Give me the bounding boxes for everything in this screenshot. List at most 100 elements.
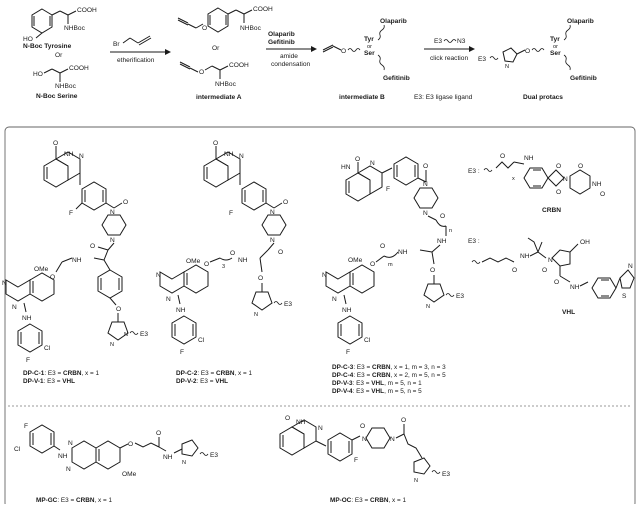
dp1-fluorine: F xyxy=(69,210,73,217)
inter-b-tyr: Tyr xyxy=(364,36,374,43)
serine-cooh-label: COOH xyxy=(69,65,89,72)
intermediate-a-serine-structure: O COOH NHBoc xyxy=(179,61,249,88)
dp-1-caption: DP-C-1: E3 = CRBN, x = 1 DP-V-1: E3 = VH… xyxy=(23,370,99,385)
inter-a-nhboc: NHBoc xyxy=(240,25,262,32)
tyrosine-cooh-label: COOH xyxy=(77,7,97,14)
dp3-ser-o: O xyxy=(430,267,435,274)
dp3-pip-n1: N xyxy=(423,181,428,188)
inter-a-ether-o: O xyxy=(202,25,207,32)
gefitinib-reagent: Gefitinib xyxy=(268,39,295,46)
mpoc-e3-label: E3 xyxy=(442,471,450,478)
dp3-hn: HN xyxy=(341,164,351,171)
mpoc-amide-o: O xyxy=(360,423,365,430)
vhl-o3: O xyxy=(554,279,559,286)
vhl-pro-n: N xyxy=(548,257,553,264)
inter-a2-cooh: COOH xyxy=(229,62,249,69)
dual-tyr: Tyr xyxy=(550,36,560,43)
dp1-amide-o: O xyxy=(123,199,128,206)
dp2-carbonyl-o: O xyxy=(213,140,218,147)
dp3-aniline-nh: NH xyxy=(342,307,352,314)
dp1-tyr-o: O xyxy=(116,306,121,313)
inter-b-or: or xyxy=(367,44,372,50)
dp1-aniline-nh: NH xyxy=(22,315,32,322)
dp3-carbonyl-o: O xyxy=(355,156,360,163)
dp-3-structure: O HN N F O N N O n NH NH O N E3 O m O xyxy=(322,156,464,356)
vhl-amide-o: O xyxy=(512,267,517,274)
serine-ho-label: HO xyxy=(33,71,43,78)
crbn-o4: O xyxy=(600,191,605,198)
dp3-quin-n1: N xyxy=(322,272,327,279)
dp2-chlorine: Cl xyxy=(198,337,205,344)
mpgc-o: O xyxy=(128,441,133,448)
dp1-carbonyl-o: O xyxy=(53,140,58,147)
mpgc-quin-n2: N xyxy=(66,466,71,473)
dp3-nh2: NH xyxy=(437,238,447,245)
inter-a2-nhboc: NHBoc xyxy=(215,81,237,88)
tyrosine-ho-label: HO xyxy=(23,36,33,43)
e3-reagent-label: E3 xyxy=(434,38,442,45)
dp3-n: N xyxy=(370,160,375,167)
vhl-thiazole-s: S xyxy=(622,293,627,300)
mpgc-chlorine: Cl xyxy=(14,446,21,453)
click-reaction-label: click reaction xyxy=(430,55,468,62)
mpoc-n: N xyxy=(318,425,323,432)
dp3-ome: OMe xyxy=(348,257,363,264)
serine-name: N-Boc Serine xyxy=(36,93,78,100)
dp-1-structure: O NH N F O N N O NH O N N E3 xyxy=(2,140,148,364)
vhl-nh2: NH xyxy=(570,284,580,291)
dual-protac-structure: E3 N O Tyr or Ser Olaparib Gefitinib xyxy=(478,18,597,82)
mpgc-aniline-nh: NH xyxy=(58,453,68,460)
dp1-n: N xyxy=(79,153,84,160)
inter-b-olaparib: Olaparib xyxy=(380,18,407,25)
dp1-nh: NH xyxy=(64,151,74,158)
crbn-o3: O xyxy=(578,163,583,170)
intermediate-b-name: intermediate B xyxy=(339,94,385,101)
dp2-gef-o: O xyxy=(204,261,209,268)
e3-legend: E3: E3 ligase ligand xyxy=(414,94,473,101)
mpgc-ome: OMe xyxy=(122,471,137,478)
mp-gc-structure: F Cl NH N N OMe O O NH N E3 xyxy=(14,423,218,478)
svg-text:DP-C-2: E3 = CRBN, x = 1: DP-C-2: E3 = CRBN, x = 1 xyxy=(176,370,252,377)
dp2-fluorine: F xyxy=(229,210,233,217)
vhl-e3-prefix: E3 : xyxy=(468,238,480,245)
dp2-quin-n1: N xyxy=(156,272,161,279)
azide-label: N3 xyxy=(457,38,466,45)
dp2-quin-n2: N xyxy=(166,296,171,303)
mp-gc-caption: MP-GC: E3 = CRBN, x = 1 xyxy=(36,497,112,504)
vhl-nh: NH xyxy=(520,253,530,260)
tyrosine-nhboc-label: NHBoc xyxy=(64,25,86,32)
dp1-amide-nh: NH xyxy=(72,257,82,264)
dp2-pip-n2: N xyxy=(270,237,275,244)
dp2-linker-3: 3 xyxy=(222,264,225,270)
dual-triazole-n: N xyxy=(505,64,509,70)
synthesis-scheme: HO COOH NHBoc N-Boc Tyrosine Or HO COOH … xyxy=(23,6,597,101)
crbn-glut-nh: NH xyxy=(592,181,602,188)
compound-panel-frame xyxy=(4,126,636,508)
dual-protacs-name: Dual protacs xyxy=(523,94,563,101)
dp2-nh: NH xyxy=(224,151,234,158)
e3-azide-reagent: E3 N3 xyxy=(434,38,466,45)
svg-text:DP-V-1: E3 = VHL: DP-V-1: E3 = VHL xyxy=(23,378,75,385)
dual-ser: Ser xyxy=(550,50,561,57)
dp2-ser-o: O xyxy=(258,275,263,282)
dp-2-structure: O NH N F O N N O NH O N E3 O 3 O OMe N N xyxy=(156,140,292,356)
crbn-n: N xyxy=(563,176,568,183)
vhl-oh: OH xyxy=(580,239,590,246)
mpoc-nh: NH xyxy=(296,419,306,426)
n-boc-serine-structure: HO COOH NHBoc xyxy=(33,65,89,90)
svg-text:DP-C-1: E3 = CRBN, x = 1: DP-C-1: E3 = CRBN, x = 1 xyxy=(23,370,99,377)
dp2-linker-o: O xyxy=(230,250,235,257)
crbn-ligand-structure: E3 : O x NH O O N O NH O xyxy=(468,153,605,198)
serine-nhboc-label: NHBoc xyxy=(55,83,77,90)
dp2-aniline-nh: NH xyxy=(176,307,186,314)
mpoc-pip-n2: N xyxy=(390,436,395,443)
dp3-e3-label: E3 xyxy=(456,293,464,300)
mpgc-fluorine: F xyxy=(24,423,28,430)
dp-3-caption: DP-C-3: E3 = CRBN, x = 1, m = 3, n = 3 D… xyxy=(332,364,446,395)
dp2-n: N xyxy=(239,153,244,160)
crbn-x-index: x xyxy=(512,176,515,182)
dp3-linker-o: O xyxy=(380,243,385,250)
crbn-o1: O xyxy=(556,163,561,170)
svg-text:DP-C-3: E3 = CRBN, x = 1, m =: DP-C-3: E3 = CRBN, x = 1, m = 3, n = 3 xyxy=(332,364,446,371)
